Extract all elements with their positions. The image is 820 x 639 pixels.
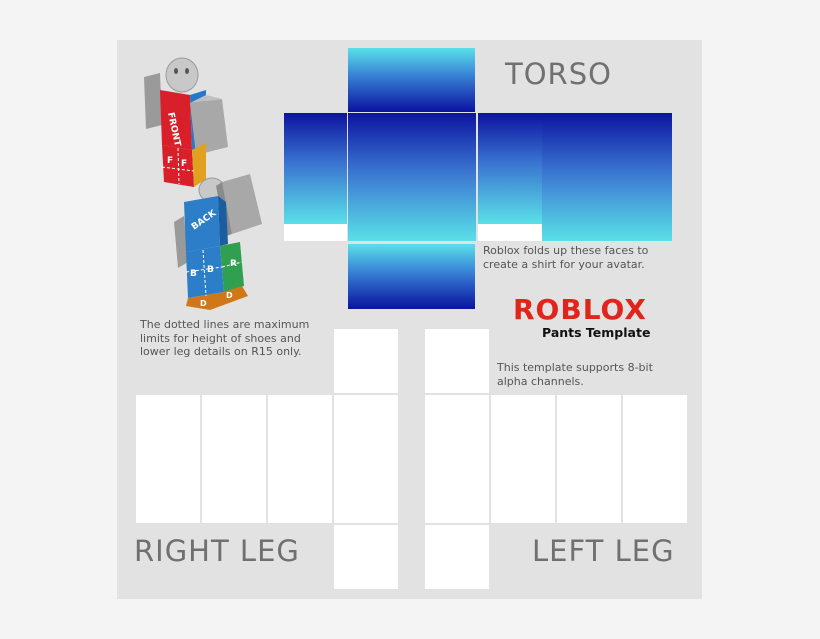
avatar-back-leg-label-1: B [190,269,197,279]
avatar-back-foot-label-1: D [200,299,207,308]
roblox-logo: ROBLOX [513,293,647,326]
avatar-front-leg-label-1: F [167,156,173,166]
avatar-back-leg-label-3: R [230,259,237,269]
left-leg-bottom-face [425,525,489,589]
torso-bottom-face [348,244,475,309]
folds-note: Roblox folds up these faces to create a … [483,244,649,271]
torso-right-face-bottom [284,224,347,241]
avatar-back-figure: BACK B B R D D [174,174,262,310]
torso-top-face [348,48,475,112]
avatar-front-leg-label-2: F [181,159,187,169]
avatar-torso-front [160,90,192,150]
torso-left-face-bottom [478,224,542,241]
torso-right-face [284,113,347,224]
avatar-front-figure: FRONT F F [144,57,228,187]
left-leg-top-face [425,329,489,393]
right-leg-side-face-2 [202,395,266,523]
left-leg-label: LEFT LEG [532,534,675,568]
avatar-back-leg-label-2: B [207,265,214,275]
avatar-head [165,57,199,93]
alpha-note: This template supports 8-bit alpha chann… [497,361,653,388]
avatar-back-torso [184,196,220,252]
right-leg-side-face-1 [136,395,200,523]
dotted-lines-note: The dotted lines are maximum limits for … [140,318,310,358]
avatar-back-arm-right [222,174,262,234]
right-leg-bottom-face [334,525,398,589]
left-leg-side-face-3 [557,395,621,523]
torso-label: TORSO [505,57,612,91]
avatar-arm-right [190,99,228,155]
left-leg-side-face-2 [491,395,555,523]
right-leg-label: RIGHT LEG [134,534,300,568]
logo-subtitle: Pants Template [542,325,651,340]
avatar-arm-left [144,73,162,129]
torso-back-face [542,113,672,241]
avatar-back-legs [186,246,224,298]
avatar-back-feet [186,286,248,310]
avatar-back-foot-label-2: D [226,291,233,300]
left-leg-side-face-4 [623,395,687,523]
torso-front-face [348,113,476,241]
right-leg-side-face-4 [334,395,398,523]
avatar-back-arm-left [174,216,188,268]
torso-left-face [478,113,542,224]
left-leg-side-face-1 [425,395,489,523]
right-leg-side-face-3 [268,395,332,523]
right-leg-top-face [334,329,398,393]
